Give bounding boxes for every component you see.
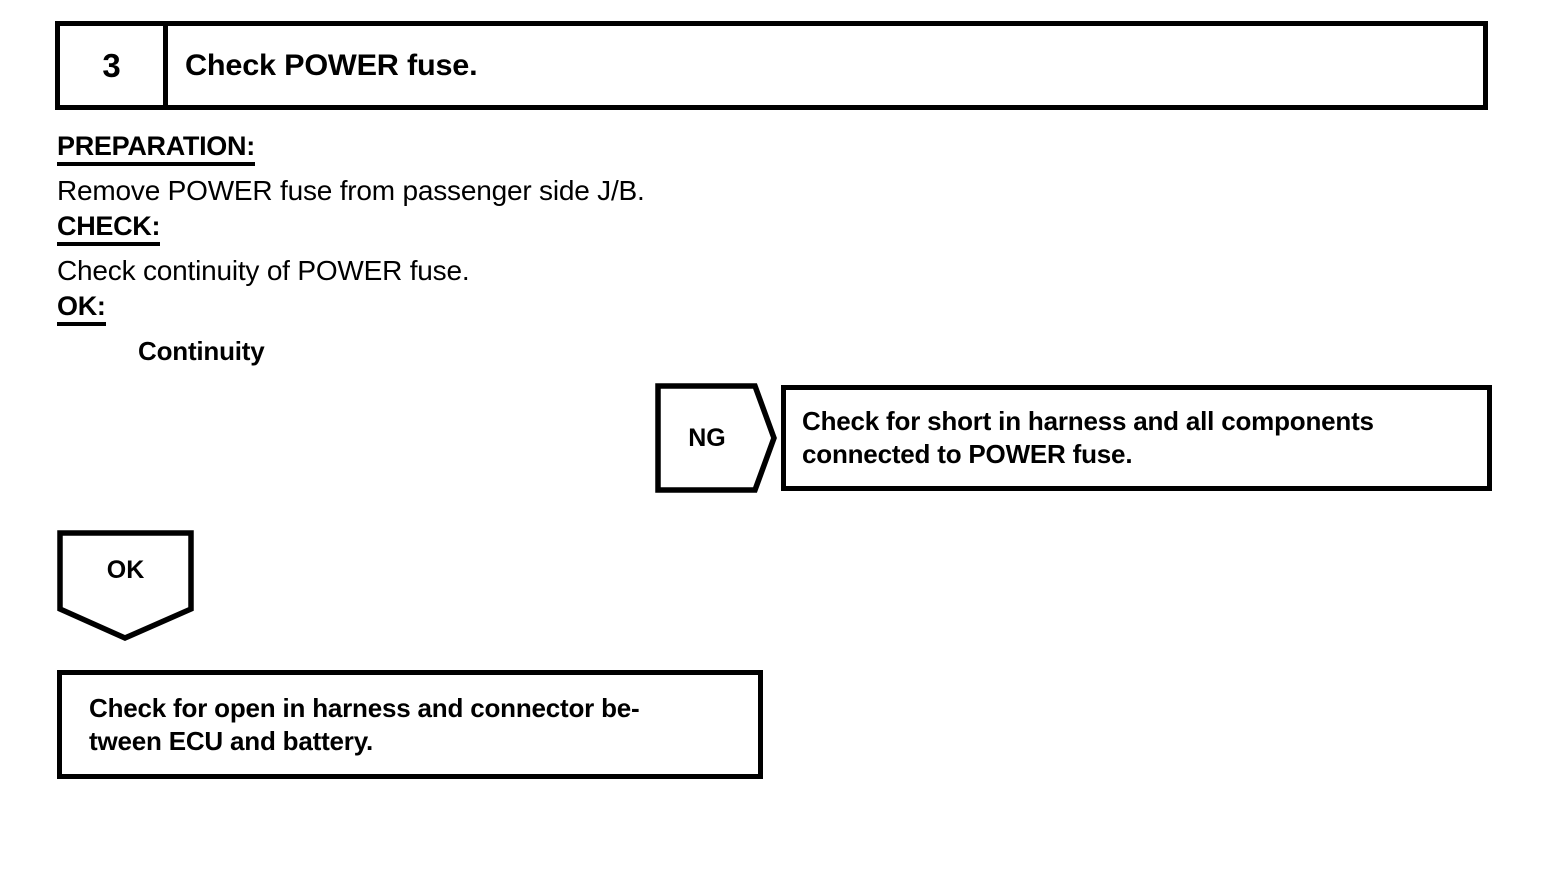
ok-criteria-value: Continuity bbox=[138, 336, 265, 366]
ok-arrow-icon bbox=[57, 530, 194, 641]
ok-criteria-line: OK: bbox=[57, 291, 957, 331]
ok-action-box: Check for open in harness and connector … bbox=[57, 670, 763, 779]
step-title-cell: Check POWER fuse. bbox=[168, 26, 1483, 105]
preparation-label: PREPARATION: bbox=[57, 131, 255, 166]
step-header-box: 3 Check POWER fuse. bbox=[55, 21, 1488, 110]
preparation-line: PREPARATION: bbox=[57, 131, 957, 171]
ng-arrow-label: NG bbox=[688, 423, 726, 452]
step-number: 3 bbox=[102, 47, 121, 84]
preparation-text-line: Remove POWER fuse from passenger side J/… bbox=[57, 171, 957, 211]
ok-criteria-label: OK: bbox=[57, 291, 106, 326]
ok-criteria-value-line: Continuity bbox=[57, 331, 957, 371]
step-title: Check POWER fuse. bbox=[185, 48, 478, 82]
procedure-block: PREPARATION: Remove POWER fuse from pass… bbox=[57, 131, 957, 371]
ok-arrow-label: OK bbox=[106, 555, 145, 584]
ng-action-box: Check for short in harness and all compo… bbox=[781, 385, 1492, 491]
check-text: Check continuity of POWER fuse. bbox=[57, 255, 470, 286]
ng-action-text: Check for short in harness and all compo… bbox=[802, 406, 1374, 469]
preparation-text: Remove POWER fuse from passenger side J/… bbox=[57, 175, 645, 206]
ng-arrow-icon bbox=[655, 383, 777, 493]
check-text-line: Check continuity of POWER fuse. bbox=[57, 251, 957, 291]
check-label: CHECK: bbox=[57, 211, 161, 246]
check-line: CHECK: bbox=[57, 211, 957, 251]
step-number-cell: 3 bbox=[60, 26, 168, 105]
ok-action-text: Check for open in harness and connector … bbox=[89, 692, 640, 756]
